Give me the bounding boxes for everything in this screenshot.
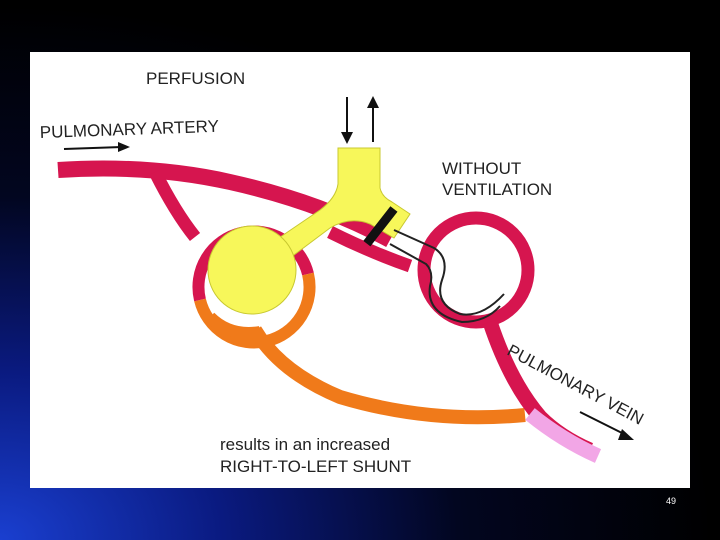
artery-flow-arrow-line xyxy=(63,146,123,150)
artery-branch-left xyxy=(149,169,201,242)
label-pulmonary-artery: PULMONARY ARTERY xyxy=(39,117,219,142)
pulmonary-vein-end xyxy=(525,408,602,463)
artery-branch-right xyxy=(327,226,413,273)
artery-flow-arrow-icon xyxy=(118,142,130,152)
vein-flow-arrow-line xyxy=(579,411,629,437)
label-perfusion: PERFUSION xyxy=(146,69,245,88)
perfusion-arrow-up-icon xyxy=(367,96,379,108)
label-without-ventilation-1: WITHOUT xyxy=(442,159,521,178)
perfusion-arrow-down-icon xyxy=(341,132,353,144)
caption-line-2: RIGHT-TO-LEFT SHUNT xyxy=(220,457,411,476)
vein-flow-arrow-icon xyxy=(618,429,634,440)
airway-left-branch xyxy=(244,240,292,286)
collapsed-alveolus-airway xyxy=(393,229,505,316)
label-without-ventilation-2: VENTILATION xyxy=(442,180,552,199)
caption-line-1: results in an increased xyxy=(220,435,390,454)
shunt-diagram: PERFUSION PULMONARY ARTERY WITHOUT VENTI… xyxy=(39,69,646,476)
shunt-flow-vessel xyxy=(248,326,526,425)
diagram-panel: PERFUSION PULMONARY ARTERY WITHOUT VENTI… xyxy=(30,52,690,488)
airway-obstruction xyxy=(363,206,398,247)
slide-number: 49 xyxy=(665,496,676,506)
shunt-flow-branch xyxy=(205,312,261,339)
airway-tube xyxy=(269,147,411,265)
right-alveolus-ring xyxy=(417,211,535,329)
collapsed-alveolus-airway-inner xyxy=(389,243,501,324)
